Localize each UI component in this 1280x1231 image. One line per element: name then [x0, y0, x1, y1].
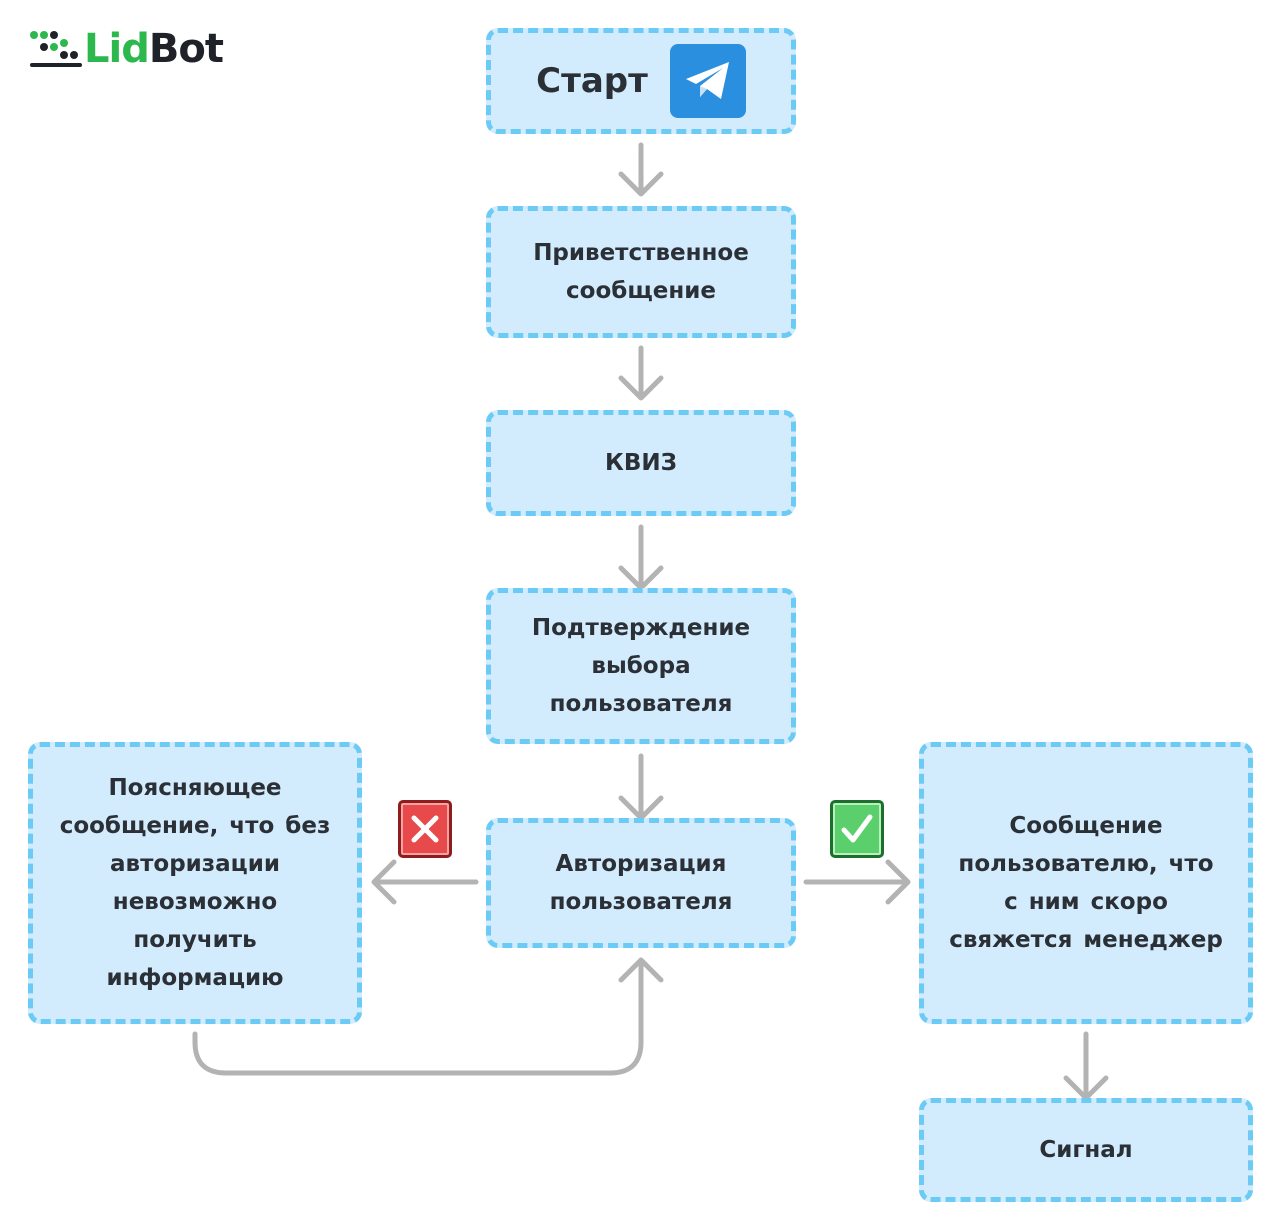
arrow-quiz-to-confirm [618, 524, 664, 591]
arrow-start-to-welcome [618, 142, 664, 197]
arrow-welcome-to-quiz [618, 345, 664, 401]
node-authorization[interactable]: Авторизация пользователя [486, 818, 796, 948]
arrow-confirm-to-auth [618, 753, 664, 821]
node-welcome-message[interactable]: Приветственное сообщение [486, 206, 796, 338]
logo-wordmark: LidBot [84, 26, 224, 72]
node-explanation-message-label: Поясняющее сообщение, что без авторизаци… [59, 775, 331, 991]
logo-bot: Bot [148, 26, 224, 72]
node-welcome-message-label: Приветственное сообщение [533, 240, 749, 304]
logo-lid: Lid [84, 26, 150, 72]
arrow-auth-to-explain [371, 859, 479, 905]
node-authorization-label: Авторизация пользователя [549, 851, 733, 915]
node-quiz[interactable]: КВИЗ [486, 410, 796, 516]
cross-mark-icon [398, 800, 452, 858]
arrow-manager-to-signal [1063, 1031, 1109, 1101]
node-manager-message-label: Сообщение пользователю, что с ним скоро … [949, 813, 1223, 953]
node-quiz-label: КВИЗ [605, 450, 677, 476]
check-mark-icon [830, 800, 884, 858]
node-manager-message[interactable]: Сообщение пользователю, что с ним скоро … [919, 742, 1253, 1024]
node-explanation-message[interactable]: Поясняющее сообщение, что без авторизаци… [28, 742, 362, 1024]
node-confirm-choice-label: Подтверждение выбора пользователя [531, 615, 751, 717]
node-confirm-choice[interactable]: Подтверждение выбора пользователя [486, 588, 796, 744]
arrow-explain-to-auth [192, 957, 664, 1076]
arrow-auth-to-manager [803, 859, 911, 905]
node-start-label: Старт [536, 61, 648, 101]
telegram-icon [669, 44, 746, 118]
logo-dots-icon [30, 31, 82, 67]
node-start[interactable]: Старт [486, 28, 796, 134]
node-signal[interactable]: Сигнал [919, 1098, 1253, 1202]
lidbot-logo: LidBot [28, 24, 224, 74]
node-signal-label: Сигнал [1039, 1137, 1133, 1163]
